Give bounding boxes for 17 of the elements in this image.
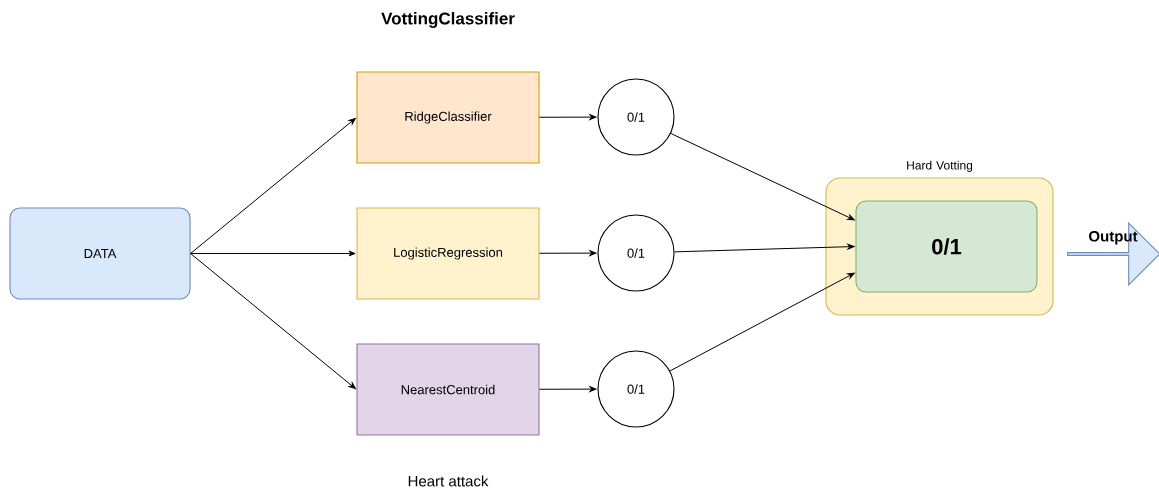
arrow xyxy=(539,250,597,256)
arrow xyxy=(539,386,597,392)
arrow xyxy=(190,250,356,257)
classifier-box: RidgeClassifier xyxy=(356,71,540,164)
arrow xyxy=(190,253,356,390)
arrow xyxy=(539,114,597,120)
result-box: 0/1 xyxy=(855,200,1038,293)
title: VottingClassifier xyxy=(381,12,515,28)
classifier-box: NearestCentroid xyxy=(356,343,540,436)
classifier-box: LogisticRegression xyxy=(356,207,540,300)
caption: Heart attack xyxy=(408,475,489,487)
arrow xyxy=(674,243,855,253)
arrow xyxy=(670,132,855,221)
node-label: Hard Votting xyxy=(907,160,973,172)
arrow xyxy=(669,272,855,372)
data-box: DATA xyxy=(9,207,191,300)
arrow xyxy=(190,117,356,254)
